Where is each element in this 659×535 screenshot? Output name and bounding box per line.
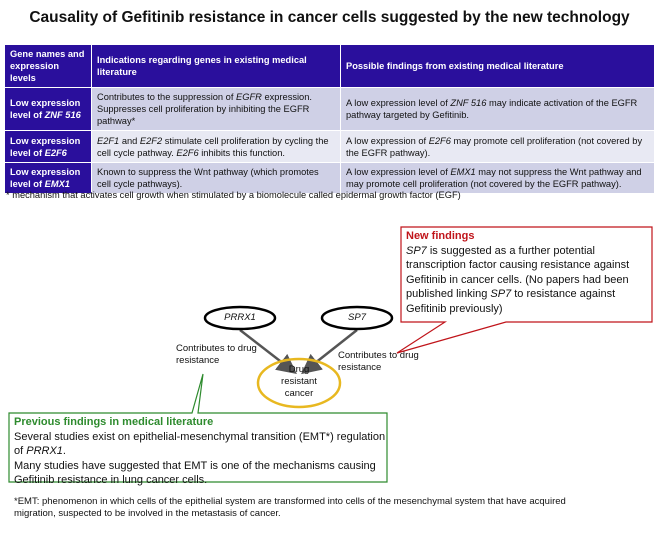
- text: is suggested as a further potential tran…: [406, 244, 630, 301]
- arrow-sp7: [301, 329, 358, 375]
- new-findings-heading: New findings: [406, 230, 475, 242]
- finding-cell: A low expression level of EMX1 may not s…: [340, 162, 655, 194]
- text: and: [119, 135, 140, 146]
- table-row: Low expression level of E2F6 E2F1 and E2…: [4, 130, 655, 163]
- gene-name: EMX1: [450, 167, 476, 177]
- text: may indicate activation of the EGFR path…: [346, 98, 638, 120]
- node-cancer: Drug resistant cancer: [281, 364, 317, 399]
- table-footnote: * mechanism that activates cell growth w…: [6, 190, 461, 200]
- node-prrx1: PRRX1: [224, 312, 256, 323]
- previous-findings-callout: [8, 373, 388, 483]
- gene-cell: Low expression level of E2F6: [4, 130, 92, 163]
- gene-prefix: Low expression level of: [10, 98, 81, 120]
- text: A low expression level of: [346, 98, 451, 108]
- gene-prefix: Low expression level of: [10, 135, 81, 158]
- page-title: Causality of Gefitinib resistance in can…: [29, 9, 630, 26]
- table-row: Low expression level of EMX1 Known to su…: [4, 162, 655, 194]
- text: .: [62, 445, 66, 457]
- previous-findings-text: Previous findings in medical literature …: [14, 415, 386, 488]
- arrow-prrx1: [239, 329, 297, 375]
- gene-name: EMX1: [44, 179, 70, 189]
- node-sp7: SP7: [348, 312, 366, 323]
- text: may not suppress the Wnt pathway and may…: [346, 167, 642, 189]
- text: inhibits this function.: [198, 147, 285, 158]
- new-findings-callout: [396, 226, 653, 354]
- node-sp7-ellipse: [320, 305, 394, 331]
- indication-cell: Known to suppress the Wnt pathway (which…: [91, 162, 341, 194]
- text: Contributes to the suppression of: [97, 92, 237, 102]
- emt-footnote: *EMT: phenomenon in which cells of the e…: [14, 496, 566, 519]
- text: stimulate cell proliferation by cycling …: [97, 135, 329, 158]
- text: A low expression level of: [346, 167, 451, 177]
- edge-label-right: Contributes to drug resistance: [338, 350, 419, 373]
- gene-table: Gene names and expression levels Indicat…: [4, 44, 655, 194]
- text: may promote cell proliferation (not cove…: [346, 135, 643, 158]
- edge-label-left: Contributes to drug resistance: [176, 343, 257, 366]
- new-findings-text: New findings SP7 is suggested as a furth…: [406, 229, 648, 316]
- text: expression. Suppresses cell proliferatio…: [97, 92, 312, 126]
- gene-name: E2F1: [97, 135, 120, 146]
- finding-cell: A low expression of E2F6 may promote cel…: [340, 130, 655, 163]
- gene-name: E2F6: [428, 135, 451, 146]
- indication-cell: E2F1 and E2F2 stimulate cell proliferati…: [91, 130, 341, 163]
- gene-name: E2F2: [139, 135, 163, 146]
- previous-findings-heading: Previous findings in medical literature: [14, 416, 214, 428]
- gene-name: SP7: [490, 288, 512, 300]
- gene-cell: Low expression level of EMX1: [4, 162, 92, 194]
- gene-name: ZNF 516: [44, 110, 81, 120]
- gene-name: E2F6: [44, 147, 67, 158]
- node-cancer-ellipse: [256, 357, 342, 409]
- gene-name: E2F6: [176, 147, 199, 158]
- gene-prefix: Low expression level of: [10, 167, 81, 189]
- text: A low expression of: [346, 135, 429, 146]
- gene-name: ZNF 516: [450, 98, 487, 108]
- text: Several studies exist on epithelial-mese…: [14, 430, 386, 458]
- text: Many studies have suggested that EMT is …: [14, 459, 376, 487]
- text: to resistance against Gefitinib previous…: [406, 288, 616, 315]
- node-prrx1-ellipse: [203, 305, 277, 331]
- gene-name: EGFR: [236, 92, 262, 102]
- gene-cell: Low expression level of ZNF 516: [4, 87, 92, 131]
- gene-name: SP7: [406, 244, 427, 257]
- gene-name: PRRX1: [26, 445, 63, 457]
